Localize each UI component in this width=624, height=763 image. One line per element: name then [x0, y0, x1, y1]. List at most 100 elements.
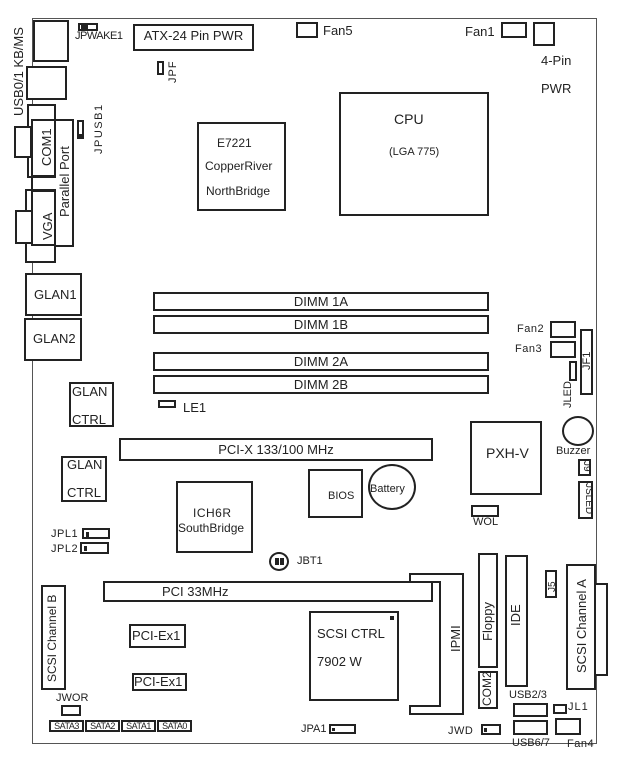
dimm-2b-label: DIMM 2B [293, 377, 349, 392]
jbt1-jumper [269, 552, 289, 571]
jwd-label: JWD [448, 725, 474, 737]
pcie-x1-slot-1 [129, 624, 186, 648]
pcix-label: PCI-X 133/100 MHz [218, 442, 334, 457]
j9-jumper [578, 459, 591, 476]
dimm-2b-slot: DIMM 2B [153, 375, 489, 394]
scsi-ctrl-line-1: SCSI CTRL [317, 626, 385, 641]
jpf-label: JPF [167, 60, 179, 83]
jbt1-label: JBT1 [297, 555, 323, 567]
southbridge-chip [176, 481, 253, 553]
fan4-label: Fan4 [567, 738, 595, 750]
le1-label: LE1 [183, 400, 207, 415]
pcix-slot: PCI-X 133/100 MHz [119, 438, 433, 461]
sata2-label: SATA2 [90, 721, 115, 731]
kb-ms-port [33, 20, 69, 62]
ipmi-slot [409, 573, 464, 715]
scsi-channel-a-shroud [594, 583, 608, 676]
dimm-1b-label: DIMM 1B [293, 317, 349, 332]
pcie-x1-slot-2 [132, 673, 187, 691]
pxh-v-chip [470, 421, 542, 495]
jsled-header [578, 481, 593, 519]
dimm-1a-slot: DIMM 1A [153, 292, 489, 311]
glan2-label: GLAN2 [33, 331, 76, 346]
glan1-port [25, 273, 82, 316]
sata2-port: SATA2 [85, 720, 120, 732]
glan-ctrl-1-line-2: CTRL [72, 412, 106, 427]
floppy-label: Floppy [480, 601, 495, 641]
fan2-header [550, 321, 576, 338]
northbridge-line-3: NorthBridge [206, 184, 271, 198]
jpusb1-jumper [77, 120, 84, 139]
j9-label: J9 [581, 461, 592, 472]
sata1-port: SATA1 [121, 720, 156, 732]
floppy-connector [478, 553, 498, 668]
fan5-header [296, 22, 318, 38]
jl1-label: JL1 [568, 701, 589, 713]
fan3-header [550, 341, 576, 358]
pci-33mhz-slot [103, 581, 433, 602]
scsi-channel-b-connector [41, 585, 66, 690]
pcie-x1-slot-1-label: PCI-Ex1 [132, 628, 181, 643]
scsi-controller-chip [309, 611, 399, 701]
battery [368, 464, 416, 510]
fan2-label: Fan2 [517, 323, 545, 335]
pci-33mhz-label: PCI 33MHz [162, 584, 229, 599]
pxh-v-label: PXH-V [486, 445, 529, 461]
dimm-2a-slot: DIMM 2A [153, 352, 489, 371]
fan1-label: Fan1 [465, 24, 495, 39]
jpl2-jumper [80, 542, 109, 554]
glan-controller-2 [61, 456, 107, 502]
jpf-jumper [157, 61, 164, 75]
jl1-header [553, 704, 567, 714]
cpu-socket-label: (LGA 775) [389, 146, 440, 158]
jpl1-jumper [82, 528, 110, 539]
usb23-label: USB2/3 [509, 689, 547, 701]
jpwake1-jumper [78, 23, 98, 31]
ide-label: IDE [508, 604, 523, 626]
jwd-jumper [481, 724, 501, 735]
usb01-port [26, 66, 67, 100]
usb67-label: USB6/7 [512, 737, 550, 749]
cpu-socket [339, 92, 489, 216]
jpa1-jumper [329, 724, 356, 734]
ipmi-label: IPMI [448, 625, 463, 652]
buzzer [562, 416, 594, 446]
ide-connector [505, 555, 528, 687]
pcie-x1-slot-2-label: PCI-Ex1 [134, 674, 183, 689]
jpl2-label: JPL2 [51, 543, 79, 555]
atx-power-label: ATX-24 Pin PWR [143, 28, 244, 43]
dimm-1a-label: DIMM 1A [293, 294, 349, 309]
jpwake1-label: JPWAKE1 [75, 30, 123, 42]
fan5-label: Fan5 [323, 23, 353, 38]
jled-header [569, 361, 577, 381]
glan-ctrl-2-line-2: CTRL [67, 485, 101, 500]
parallel-port-label: Parallel Port [57, 146, 72, 217]
glan-ctrl-1-line-1: GLAN [72, 384, 108, 399]
jled-label: JLED [562, 381, 574, 408]
wol-label: WOL [473, 516, 499, 528]
sata3-label: SATA3 [54, 721, 79, 731]
dimm-1b-slot: DIMM 1B [153, 315, 489, 334]
jpa1-label: JPA1 [301, 723, 327, 735]
sata1-label: SATA1 [126, 721, 151, 731]
usb23-header [513, 703, 548, 717]
dimm-2a-label: DIMM 2A [293, 354, 349, 369]
jwor-label: JWOR [56, 692, 89, 704]
northbridge-line-2: CopperRiver [205, 159, 273, 173]
j5-label: J5 [547, 581, 558, 592]
vga-label: VGA [40, 212, 55, 240]
com2-label: COM2 [480, 671, 494, 706]
glan1-label: GLAN1 [34, 287, 77, 302]
atx-24pin-power-connector: ATX-24 Pin PWR [133, 24, 254, 51]
sata0-port: SATA0 [157, 720, 192, 732]
scsi-channel-a-label: SCSI Channel A [574, 579, 589, 673]
jwor-header [61, 705, 81, 716]
jpusb1-label: JPUSB1 [93, 103, 105, 154]
wol-header [471, 505, 499, 517]
jf1-label: JF1 [581, 351, 593, 370]
cpu-label: CPU [394, 111, 424, 127]
motherboard-outline [32, 18, 597, 744]
usb-kbms-label: USB0/1 KB/MS [11, 27, 26, 116]
scsi-channel-b-label: SCSI Channel B [45, 594, 59, 682]
com1-port-flange [14, 126, 32, 158]
